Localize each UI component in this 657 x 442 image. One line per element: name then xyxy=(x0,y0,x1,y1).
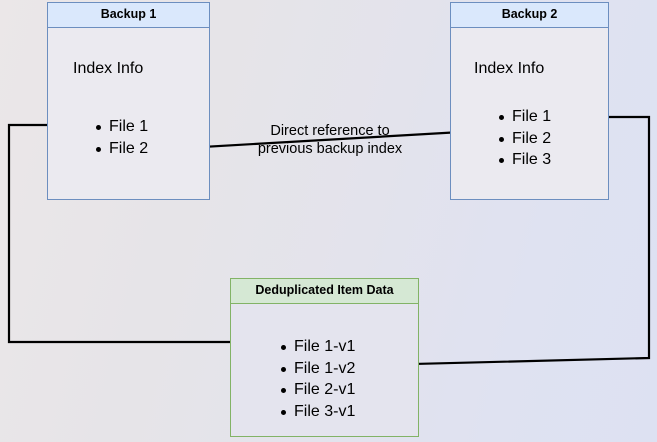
node-backup-1-title: Backup 1 xyxy=(48,3,209,28)
node-backup-1[interactable]: Backup 1 Index Info File 1 File 2 xyxy=(47,2,210,200)
node-backup-1-file-list: File 1 File 2 xyxy=(96,116,148,159)
list-item: File 3-v1 xyxy=(281,401,355,423)
list-item: File 1-v1 xyxy=(281,336,355,358)
list-item: File 1 xyxy=(96,116,148,138)
node-backup-2[interactable]: Backup 2 Index Info File 1 File 2 File 3 xyxy=(450,2,609,200)
node-dedup-file-list: File 1-v1 File 1-v2 File 2-v1 File 3-v1 xyxy=(281,336,355,422)
list-item: File 1-v2 xyxy=(281,358,355,380)
edge-direct-reference xyxy=(167,128,497,153)
list-item: File 2 xyxy=(96,138,148,160)
list-item: File 2-v1 xyxy=(281,379,355,401)
node-dedup-title: Deduplicated Item Data xyxy=(231,279,418,304)
node-backup-1-body: Index Info File 1 File 2 xyxy=(48,28,209,199)
list-item: File 2 xyxy=(499,128,551,150)
list-item: File 1 xyxy=(499,106,551,128)
node-backup-2-title: Backup 2 xyxy=(451,3,608,28)
node-deduplicated-item-data[interactable]: Deduplicated Item Data File 1-v1 File 1-… xyxy=(230,278,419,437)
node-backup-2-file-list: File 1 File 2 File 3 xyxy=(499,106,551,171)
node-backup-2-subtitle: Index Info xyxy=(474,60,545,77)
node-dedup-body: File 1-v1 File 1-v2 File 2-v1 File 3-v1 xyxy=(231,304,418,436)
node-backup-2-body: Index Info File 1 File 2 File 3 xyxy=(451,28,608,199)
node-backup-1-subtitle: Index Info xyxy=(73,60,144,77)
edge-backup2-to-dedup xyxy=(373,115,651,369)
list-item: File 3 xyxy=(499,149,551,171)
edge-label-direct-reference: Direct reference to previous backup inde… xyxy=(257,123,403,157)
